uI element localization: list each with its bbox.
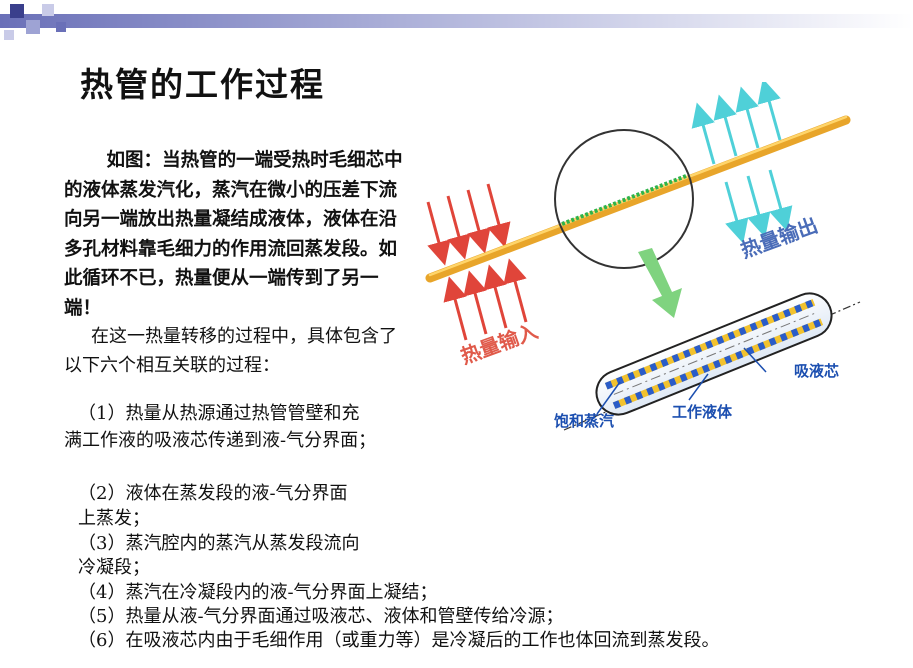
- callout-leaders: [596, 347, 767, 415]
- magnifier-circle: [554, 129, 694, 269]
- heat-pipe-diagram: 热量输入 热量输出 吸液芯 工作液体 饱和蒸汽: [414, 78, 876, 462]
- heat-pipe-capsule: [595, 292, 833, 416]
- step-3-line2: 冷凝段；: [78, 557, 150, 578]
- saturated-vapor-label: 饱和蒸汽: [554, 412, 614, 430]
- step-2-line2: 上蒸发；: [78, 508, 150, 529]
- step-1-line2: 满工作液的吸液芯传递到液-气分界面；: [64, 430, 377, 451]
- step-2-line1: （2）液体在蒸发段的液-气分界面: [78, 483, 348, 504]
- intro-label: 如图：: [106, 150, 163, 171]
- step-6-line1: （6）在吸液芯内由于毛细作用（或重力等）是冷凝后的工作也体回流到蒸发段。: [78, 630, 720, 651]
- slide-title: 热管的工作过程: [80, 65, 325, 104]
- heat-in-label: 热量输入: [458, 319, 541, 369]
- step-4-line1: （4）蒸汽在冷凝段内的液-气分界面上凝结；: [78, 582, 438, 603]
- heat-input-up-arrows: [443, 258, 528, 341]
- step-3-line1: （3）蒸汽腔内的蒸汽从蒸发段流向: [78, 533, 360, 554]
- heat-input-down-arrows: [426, 183, 511, 266]
- wick-label: 吸液芯: [794, 362, 839, 380]
- header-decoration: [0, 4, 913, 40]
- working-fluid-label: 工作液体: [672, 403, 733, 421]
- intro-paragraph: 如图：当热管的一端受热时毛细芯中的液体蒸发汽化，蒸汽在微小的压差下流向另一端放出…: [64, 146, 414, 323]
- heat-out-label: 热量输出: [738, 213, 821, 263]
- overview-paragraph: 在这一热量转移的过程中，具体包含了以下六个相互关联的过程：: [64, 326, 397, 376]
- step-5-line1: （5）热量从液-气分界面通过吸液芯、液体和管壁传给冷源；: [78, 606, 564, 627]
- step-1-line1: （1）热量从热源通过热管管壁和充: [78, 403, 360, 424]
- intro-text: 当热管的一端受热时毛细芯中的液体蒸发汽化，蒸汽在微小的压差下流向另一端放出热量凝…: [64, 150, 403, 319]
- heat-output-arrows: [691, 78, 793, 244]
- heat-pipe-rod: [425, 115, 851, 283]
- magnify-arrow: [638, 248, 682, 318]
